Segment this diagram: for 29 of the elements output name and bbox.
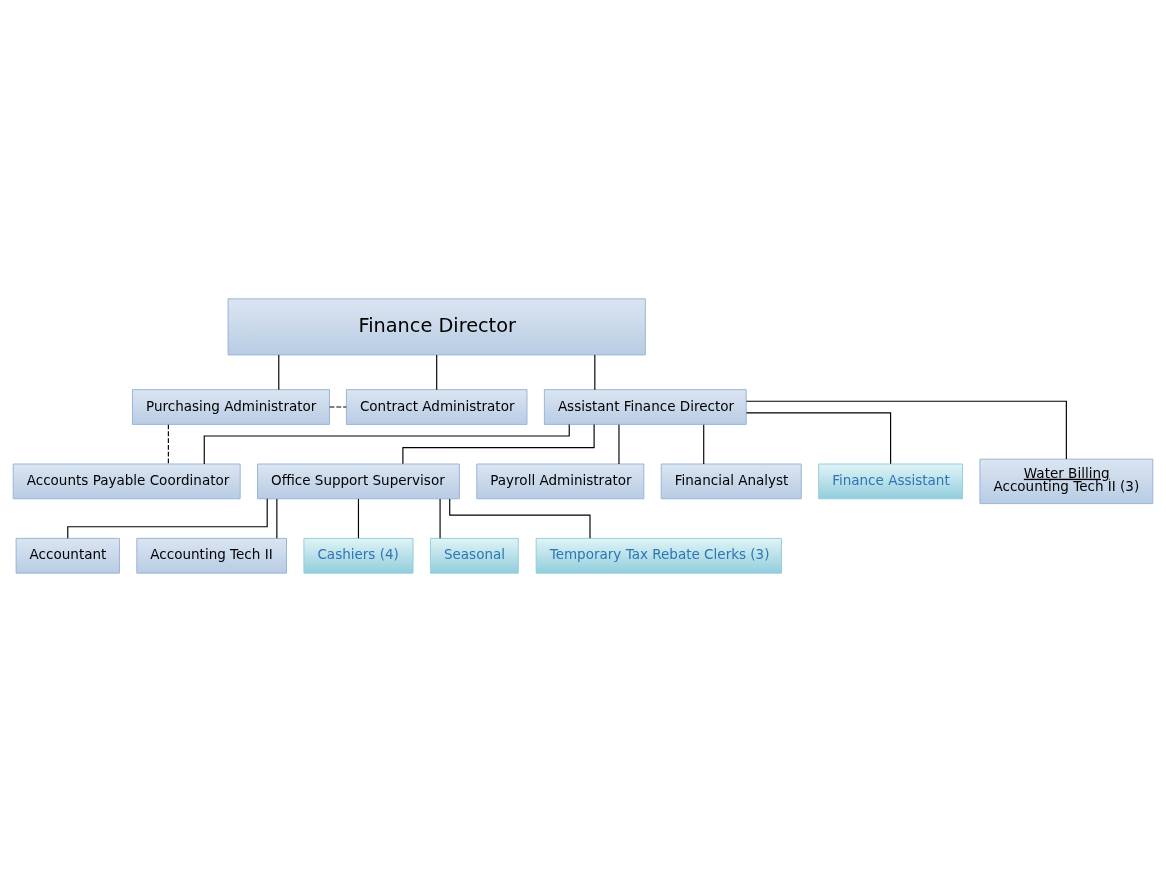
- node-box: Financial Analyst: [660, 463, 802, 499]
- connector: [278, 353, 280, 390]
- node-box: Contract Administrator: [345, 388, 528, 425]
- node-box: Accounting Tech II: [136, 537, 287, 574]
- node-box: Office Support Supervisor: [257, 463, 460, 499]
- connector: [167, 423, 169, 464]
- node-box: Cashiers (4): [303, 537, 414, 574]
- node-box: Accountant: [15, 537, 120, 574]
- node-box: Temporary Tax Rebate Clerks (3): [535, 537, 782, 574]
- connector: [449, 498, 591, 539]
- node-box: Finance Director: [227, 297, 646, 355]
- connector: [357, 497, 360, 539]
- connector: [276, 497, 278, 539]
- node-box: Accounts Payable Coordinator: [12, 463, 241, 499]
- connector: [745, 411, 892, 464]
- connector: [745, 400, 1067, 460]
- node-box: Finance Assistant: [818, 463, 964, 499]
- connector: [594, 353, 596, 390]
- node-box: Payroll Administrator: [476, 463, 645, 499]
- node-box: Assistant Finance Director: [543, 388, 747, 425]
- node-box: Seasonal: [429, 537, 519, 574]
- connector: [436, 353, 438, 390]
- connector: [67, 497, 268, 539]
- connector: [402, 423, 595, 464]
- node-box: Water Billing Accounting Tech II (3): [979, 458, 1154, 504]
- connector: [203, 423, 570, 465]
- connector: [439, 497, 441, 539]
- node-box: Purchasing Administrator: [132, 388, 330, 425]
- connector: [703, 423, 705, 464]
